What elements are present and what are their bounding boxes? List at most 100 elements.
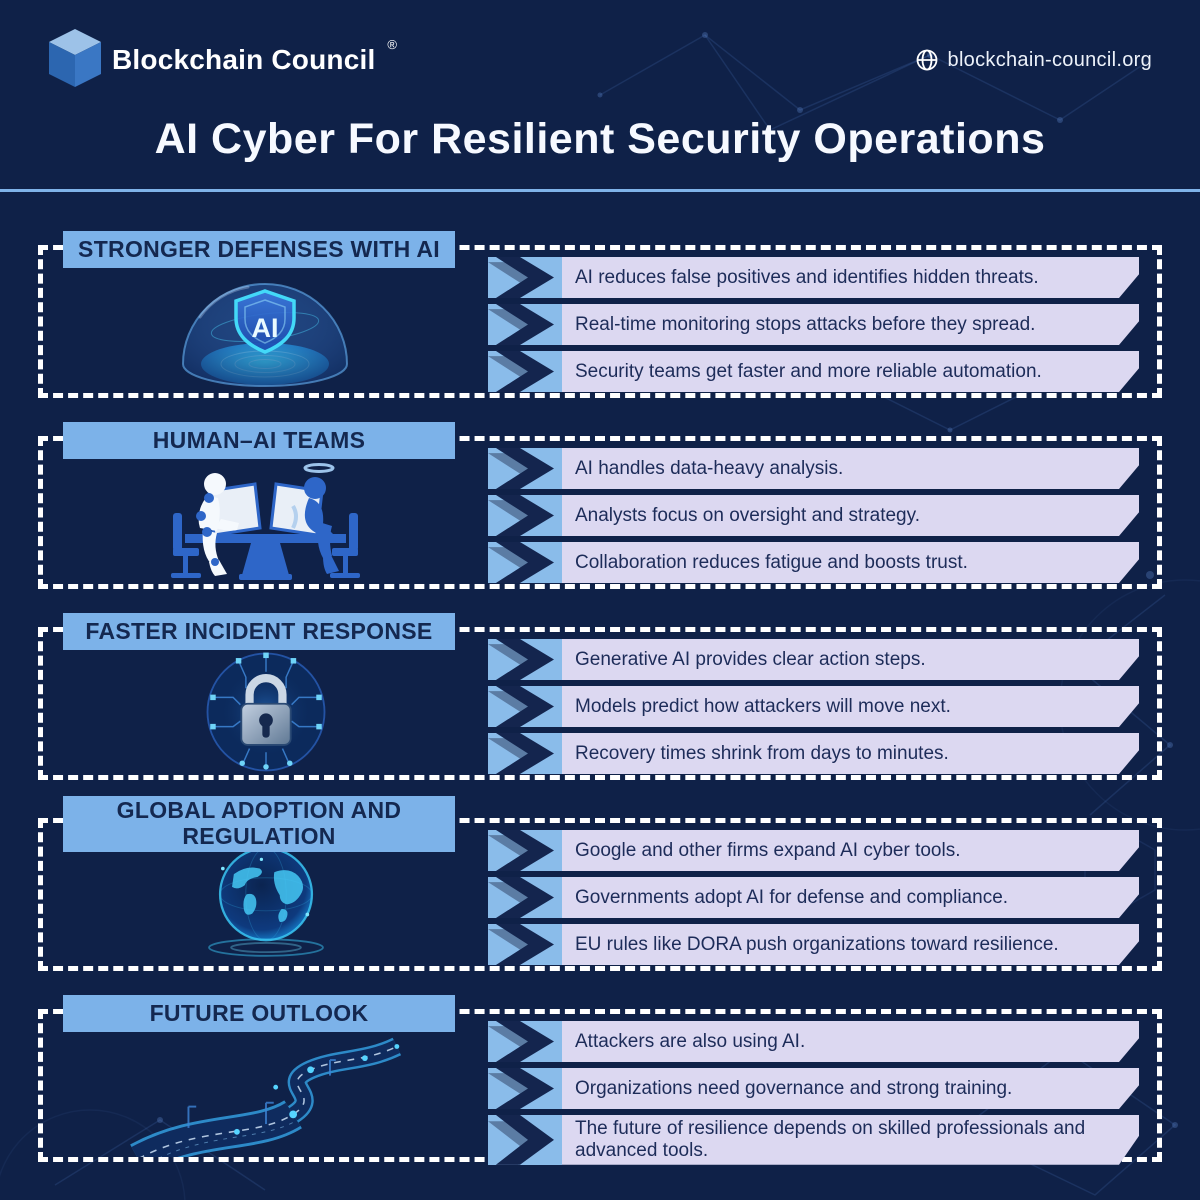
arrow-bar: Real-time monitoring stops attacks befor… (562, 304, 1139, 345)
arrow-item-text: Models predict how attackers will move n… (575, 695, 951, 717)
arrow-item-text: Generative AI provides clear action step… (575, 648, 926, 670)
chevron-arrow-icon (488, 495, 554, 536)
arrow-item: Security teams get faster and more relia… (488, 351, 1139, 392)
chevron-strip (488, 1115, 562, 1165)
arrow-list: Google and other firms expand AI cyber t… (488, 823, 1157, 965)
chevron-strip (488, 304, 562, 345)
chevron-arrow-icon (488, 542, 554, 583)
chevron-strip (488, 686, 562, 727)
arrow-item-text: AI handles data-heavy analysis. (575, 457, 844, 479)
chevron-strip (488, 542, 562, 583)
section-global-adoption-regulation: GLOBAL ADOPTION AND REGULATION (38, 796, 1162, 971)
chevron-arrow-icon (488, 304, 554, 345)
chevron-strip (488, 1068, 562, 1109)
arrow-item-text: Security teams get faster and more relia… (575, 360, 1042, 382)
shield-dome-graphic: AI (181, 282, 349, 387)
globe-icon (916, 49, 937, 71)
arrow-bar: Analysts focus on oversight and strategy… (562, 495, 1139, 536)
chevron-arrow-icon (488, 733, 554, 774)
arrow-list: AI handles data-heavy analysis. Analysts… (488, 441, 1157, 583)
globe-hologram-illustration (43, 823, 488, 966)
arrow-item: Generative AI provides clear action step… (488, 639, 1139, 680)
cube-logo-icon (49, 29, 101, 87)
arrow-item-text: Collaboration reduces fatigue and boosts… (575, 551, 968, 573)
chevron-strip (488, 257, 562, 298)
registered-trademark: ® (387, 37, 398, 52)
arrow-bar: AI reduces false positives and identifie… (562, 257, 1139, 298)
arrow-item-text: Analysts focus on oversight and strategy… (575, 504, 920, 526)
chevron-strip (488, 639, 562, 680)
lock-circle-graphic (206, 652, 325, 771)
section-title-text: FASTER INCIDENT RESPONSE (85, 617, 433, 644)
arrow-item-text: Real-time monitoring stops attacks befor… (575, 313, 1036, 335)
chevron-strip (488, 830, 562, 871)
arrow-item-text: Google and other firms expand AI cyber t… (575, 839, 961, 861)
section-title-badge: FUTURE OUTLOOK (63, 995, 455, 1032)
arrow-bar: AI handles data-heavy analysis. (562, 448, 1139, 489)
chevron-arrow-icon (488, 257, 554, 298)
arrow-item-text: EU rules like DORA push organizations to… (575, 933, 1059, 955)
arrow-bar: Models predict how attackers will move n… (562, 686, 1139, 727)
arrow-item-text: AI reduces false positives and identifie… (575, 266, 1039, 288)
arrow-item: Governments adopt AI for defense and com… (488, 877, 1139, 918)
section-title-text: STRONGER DEFENSES WITH AI (78, 235, 440, 262)
header-divider-line (0, 189, 1200, 192)
chevron-arrow-icon (488, 924, 554, 965)
ai-shield-dome-illustration: AI (43, 250, 488, 393)
chevron-strip (488, 1021, 562, 1062)
arrow-bar: Security teams get faster and more relia… (562, 351, 1139, 392)
arrow-bar: Governments adopt AI for defense and com… (562, 877, 1139, 918)
arrow-item: Recovery times shrink from days to minut… (488, 733, 1139, 774)
arrow-item-text: Governments adopt AI for defense and com… (575, 886, 1009, 908)
section-title-text: FUTURE OUTLOOK (149, 999, 369, 1026)
arrow-list: Attackers are also using AI. Organizatio… (488, 1014, 1157, 1165)
chevron-strip (488, 351, 562, 392)
chevron-strip (488, 495, 562, 536)
arrow-bar: Collaboration reduces fatigue and boosts… (562, 542, 1139, 583)
padlock-circuit-illustration (43, 632, 488, 775)
arrow-list: Generative AI provides clear action step… (488, 632, 1157, 774)
brand-logo: Blockchain Council ® (48, 29, 398, 90)
section-title-text: HUMAN–AI TEAMS (152, 426, 366, 453)
section-stronger-defenses: STRONGER DEFENSES WITH AI (38, 231, 1162, 398)
arrow-item: Attackers are also using AI. (488, 1021, 1139, 1062)
arrow-item: The future of resilience depends on skil… (488, 1115, 1139, 1165)
arrow-bar: Attackers are also using AI. (562, 1021, 1139, 1062)
chevron-arrow-icon (488, 1021, 554, 1062)
shield-ai-label: AI (252, 313, 279, 343)
arrow-bar: Organizations need governance and strong… (562, 1068, 1139, 1109)
road-graphic (129, 1037, 401, 1157)
arrow-bar: The future of resilience depends on skil… (562, 1115, 1139, 1165)
arrow-bar: Recovery times shrink from days to minut… (562, 733, 1139, 774)
chevron-strip (488, 733, 562, 774)
arrow-bar: EU rules like DORA push organizations to… (562, 924, 1139, 965)
website-link[interactable]: blockchain-council.org (915, 48, 1152, 72)
chevron-arrow-icon (488, 830, 554, 871)
human-ai-teams-illustration (43, 441, 488, 584)
arrow-list: AI reduces false positives and identifie… (488, 250, 1157, 392)
arrow-bar: Google and other firms expand AI cyber t… (562, 830, 1139, 871)
arrow-item-text: Recovery times shrink from days to minut… (575, 742, 949, 764)
arrow-item-text: Attackers are also using AI. (575, 1030, 806, 1052)
chevron-arrow-icon (488, 639, 554, 680)
chevron-arrow-icon (488, 1068, 554, 1109)
desk-scene-graphic (171, 463, 360, 580)
header: Blockchain Council ® blockchain-council.… (0, 0, 1200, 90)
section-future-outlook: FUTURE OUTLOOK (38, 995, 1162, 1165)
chevron-arrow-icon (488, 686, 554, 727)
arrow-item: Models predict how attackers will move n… (488, 686, 1139, 727)
chevron-arrow-icon (488, 1115, 554, 1165)
section-title-text: GLOBAL ADOPTION AND REGULATION (116, 797, 402, 849)
section-human-ai-teams: HUMAN–AI TEAMS (38, 422, 1162, 589)
arrow-item: Analysts focus on oversight and strategy… (488, 495, 1139, 536)
chevron-strip (488, 448, 562, 489)
section-faster-incident-response: FASTER INCIDENT RESPONSE (38, 613, 1162, 780)
arrow-item: Organizations need governance and strong… (488, 1068, 1139, 1109)
website-url: blockchain-council.org (947, 48, 1152, 71)
arrow-item-text: The future of resilience depends on skil… (575, 1118, 1086, 1161)
chevron-arrow-icon (488, 448, 554, 489)
globe-graphic (207, 846, 324, 957)
arrow-item: AI reduces false positives and identifie… (488, 257, 1139, 298)
brand-name: Blockchain Council (112, 44, 376, 75)
arrow-item: AI handles data-heavy analysis. (488, 448, 1139, 489)
